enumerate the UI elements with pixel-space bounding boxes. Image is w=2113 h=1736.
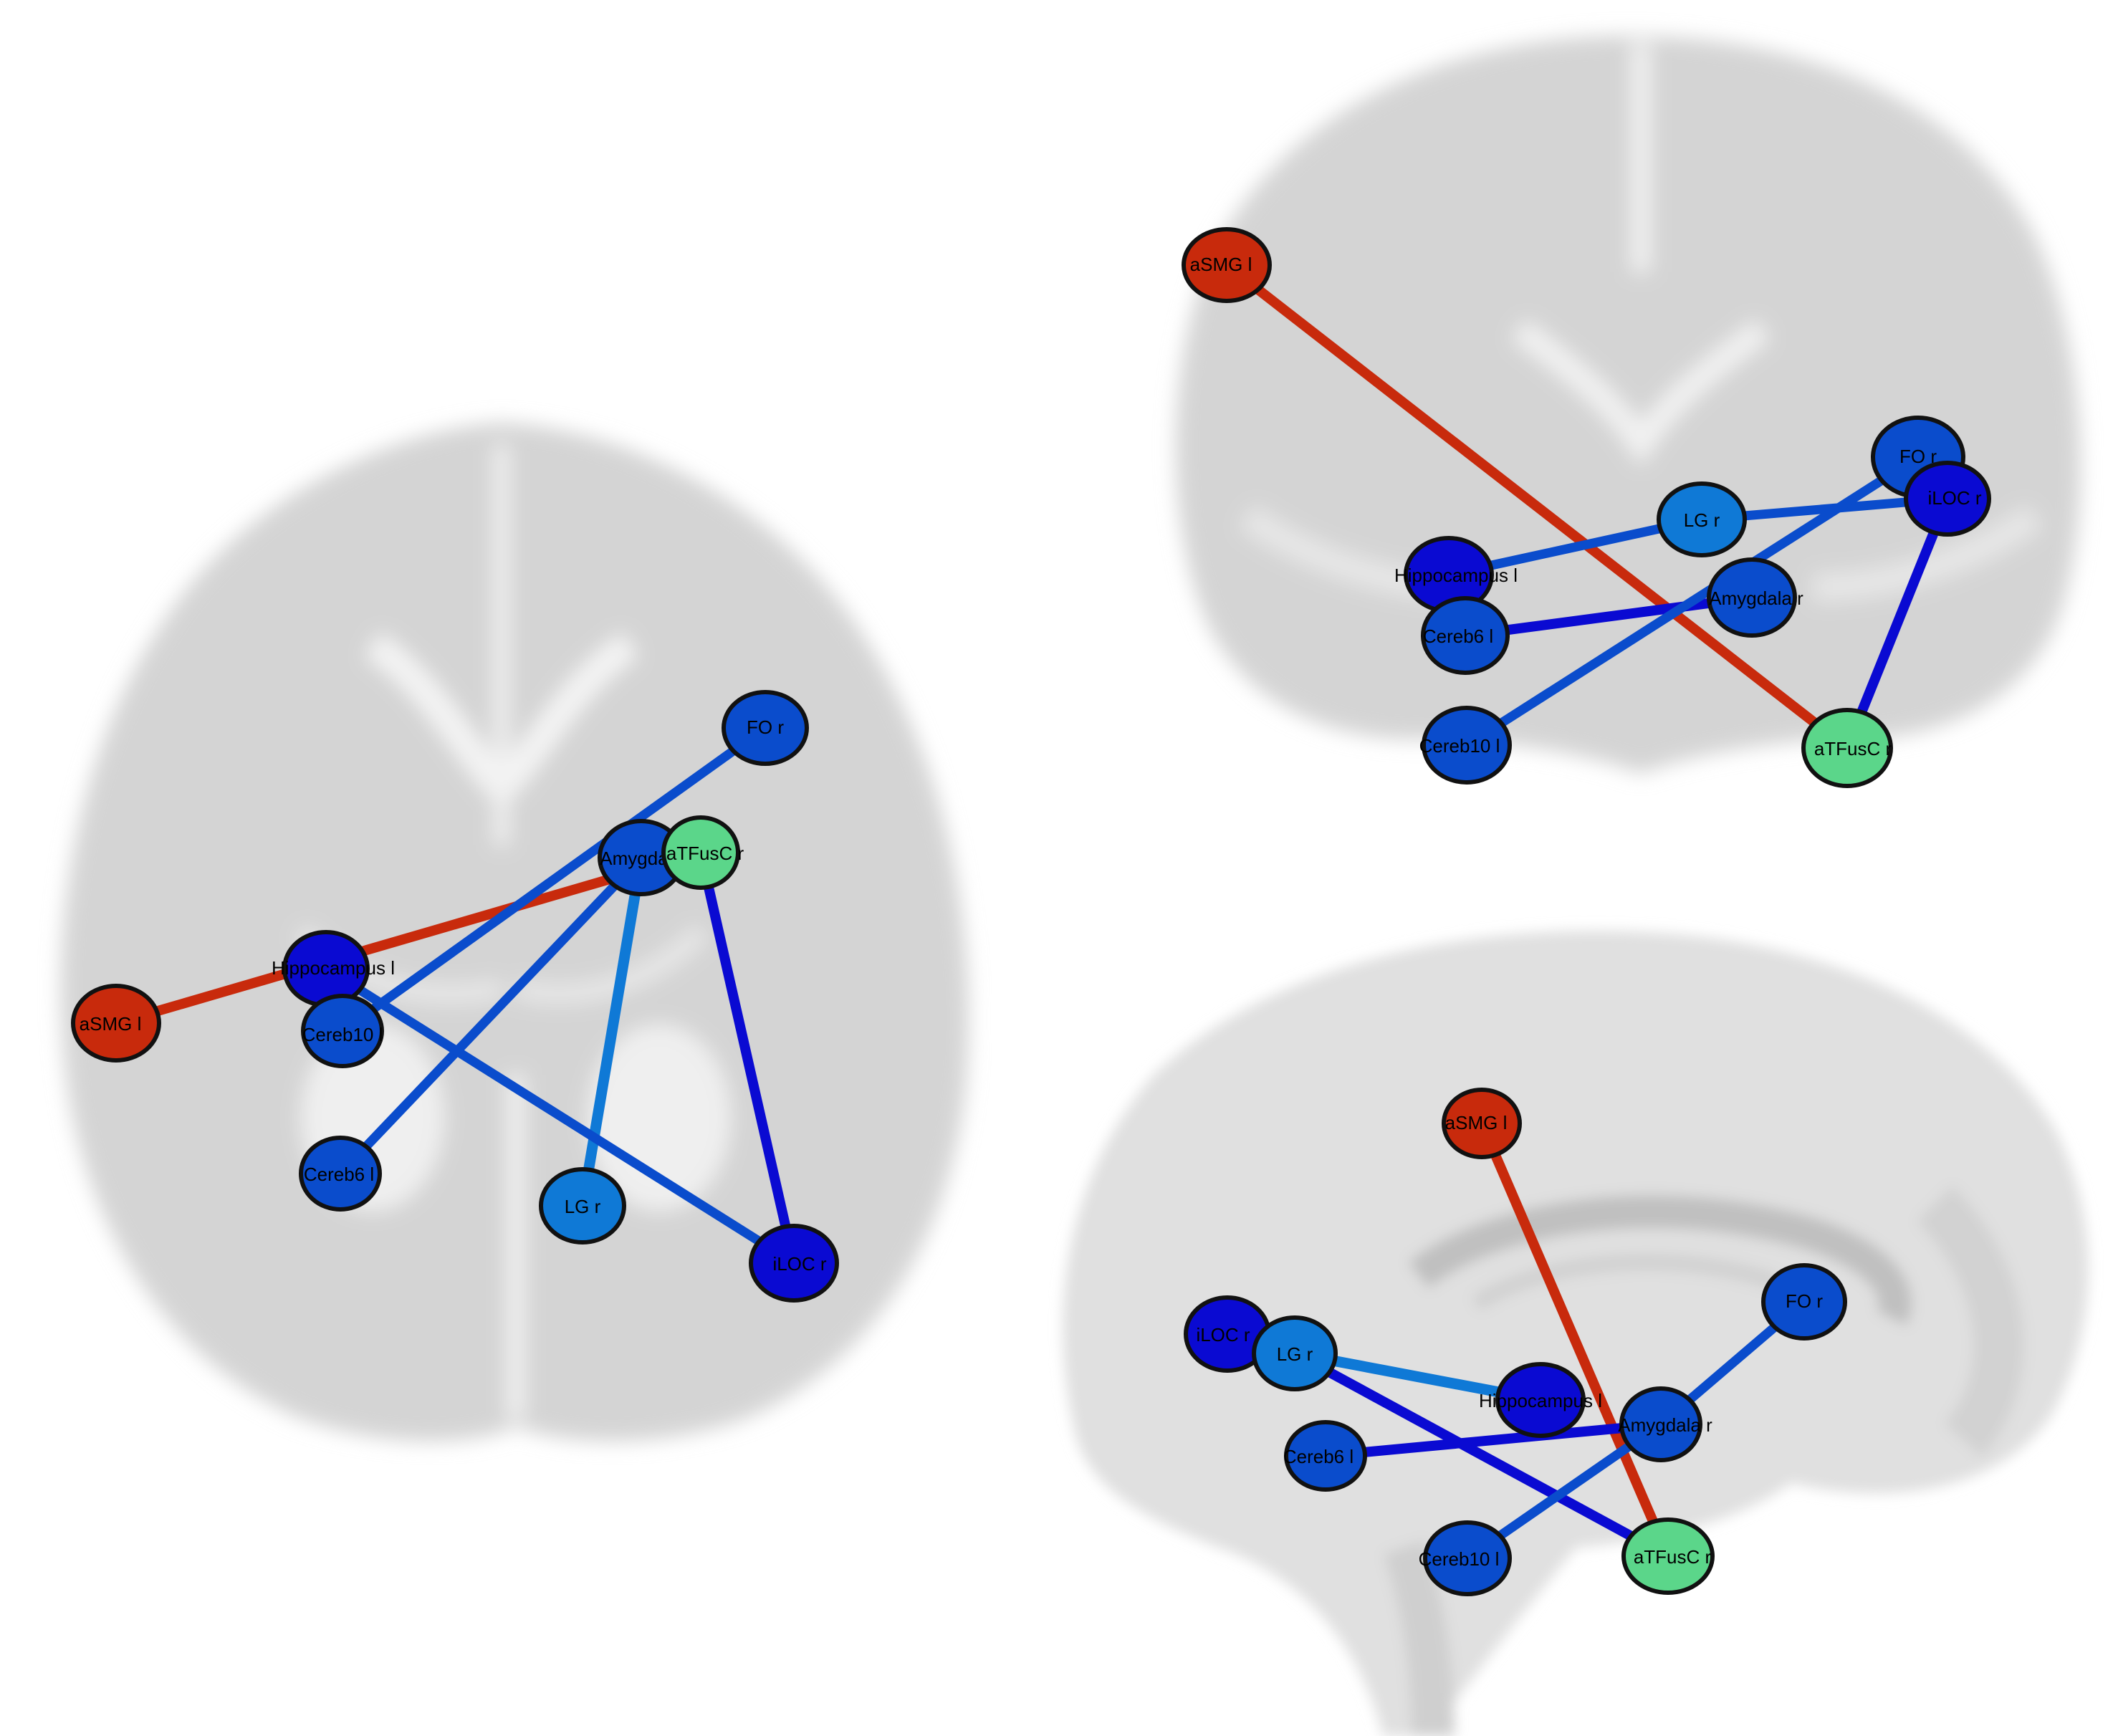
node-Cereb6_l[interactable]: Cereb6 l	[1283, 1420, 1367, 1492]
node-label: Amygdala r	[1618, 1414, 1712, 1436]
node-label: FO r	[747, 716, 784, 738]
edge-Cereb10_l-FO_r	[1464, 453, 1921, 749]
node-marker	[1421, 596, 1510, 675]
node-label: FO r	[1786, 1290, 1823, 1312]
node-marker	[1904, 461, 1991, 537]
node-marker	[301, 994, 384, 1068]
node-Hippocampus_l[interactable]: Hippocampus l	[272, 930, 395, 1007]
node-aTFusC_r[interactable]: aTFusC r	[661, 815, 744, 890]
node-label: aTFusC r	[666, 843, 744, 864]
edge-Cereb6_l-Amygdala_r	[1465, 593, 1753, 641]
edge-FO_r-Cereb10_l	[340, 724, 768, 1035]
node-label: LG r	[1277, 1343, 1313, 1365]
coronal-edges	[1223, 261, 1953, 752]
node-aTFusC_r[interactable]: aTFusC r	[1621, 1517, 1715, 1595]
node-marker	[1707, 557, 1797, 638]
sagittal-nodes: aSMG l FO r iLOC r LG r Hippocampus l Amygdal…	[1184, 1088, 1847, 1596]
node-marker	[539, 1167, 626, 1245]
node-aSMG_l[interactable]: aSMG l	[71, 984, 161, 1063]
edge-aTFusC_r-iLOC_r	[696, 851, 799, 1265]
node-label: iLOC r	[772, 1253, 826, 1275]
node-marker	[722, 690, 809, 766]
node-label: Cereb10 l	[1419, 735, 1500, 757]
node-Hippocampus_l[interactable]: Hippocampus l	[1394, 536, 1518, 613]
node-Cereb6_l[interactable]: Cereb6 l	[299, 1136, 382, 1212]
node-FO_r[interactable]: FO r	[722, 690, 809, 766]
node-FO_r[interactable]: FO r	[1761, 1263, 1847, 1341]
node-marker	[71, 984, 161, 1063]
edge-aSMG_l-aTFusC_r	[115, 848, 702, 1028]
node-Cereb10_l[interactable]: Cereb10 l	[1419, 1520, 1512, 1596]
axial-brain-background	[61, 423, 969, 1442]
node-label: Amygdala r	[1709, 588, 1803, 609]
node-marker	[1495, 1362, 1586, 1438]
node-marker	[1619, 1386, 1702, 1462]
node-label: aSMG l	[1190, 254, 1252, 275]
node-marker	[661, 815, 740, 890]
edge-iLOC_r-aTFusC_r	[1842, 497, 1953, 750]
node-LG_r[interactable]: LG r	[539, 1167, 626, 1245]
node-label: Cereb10 l	[302, 1024, 383, 1045]
node-aSMG_l[interactable]: aSMG l	[1182, 227, 1272, 303]
node-Amygdala_r[interactable]: Amygdala r	[1707, 557, 1803, 638]
node-label: Hippocampus l	[1394, 565, 1518, 586]
node-Cereb10_l[interactable]: Cereb10 l	[301, 994, 384, 1068]
edge-aSMG_l-aTFusC_r	[1223, 261, 1851, 752]
node-label: Cereb6 l	[304, 1164, 374, 1185]
node-label: Cereb10 l	[1419, 1548, 1500, 1570]
node-iLOC_r[interactable]: iLOC r	[749, 1224, 839, 1303]
node-marker	[1252, 1315, 1338, 1391]
node-label: aSMG l	[1445, 1112, 1508, 1133]
node-label: aSMG l	[80, 1013, 142, 1035]
edge-Cereb6_l-Amygdala_r	[1325, 1419, 1662, 1461]
axial-edges	[115, 724, 799, 1267]
node-label: aTFusC r	[1814, 738, 1892, 759]
node-label: Cereb6 l	[1423, 625, 1493, 647]
node-label: Hippocampus l	[1479, 1390, 1602, 1411]
node-iLOC_r[interactable]: iLOC r	[1904, 461, 1991, 537]
node-marker	[1284, 1420, 1367, 1492]
node-marker	[1442, 1088, 1522, 1159]
node-aSMG_l[interactable]: aSMG l	[1442, 1088, 1522, 1159]
node-label: LG r	[565, 1196, 601, 1217]
node-marker	[1761, 1263, 1847, 1341]
edge-Hippocampus_l-iLOC_r	[323, 964, 797, 1267]
node-marker	[1657, 481, 1747, 557]
sagittal-view: aSMG l FO r iLOC r LG r Hippocampus l Amygdal…	[1184, 1088, 1847, 1596]
node-Hippocampus_l[interactable]: Hippocampus l	[1479, 1362, 1602, 1438]
node-label: aTFusC r	[1634, 1546, 1712, 1568]
node-marker	[1423, 1520, 1512, 1596]
edge-LG_r-aTFusC_r	[1292, 1348, 1671, 1561]
node-LG_r[interactable]: LG r	[1657, 481, 1747, 557]
node-label: Hippocampus l	[272, 957, 395, 979]
node-Amygdala_r[interactable]: Amygdala r	[1618, 1386, 1712, 1462]
node-marker	[1801, 708, 1893, 788]
node-marker	[1182, 227, 1272, 303]
node-marker	[1621, 1517, 1715, 1595]
coronal-brain-background	[1176, 36, 2081, 774]
node-LG_r[interactable]: LG r	[1252, 1315, 1338, 1391]
node-Cereb6_l[interactable]: Cereb6 l	[1421, 596, 1510, 675]
edge-Amygdala_r-Cereb6_l	[337, 854, 645, 1177]
edge-Amygdala_r-LG_r	[577, 856, 647, 1207]
edge-aSMG_l-aTFusC_r	[1477, 1121, 1673, 1558]
node-label: iLOC r	[1927, 487, 1981, 509]
node-label: LG r	[1684, 509, 1720, 531]
node-label: iLOC r	[1196, 1324, 1250, 1346]
node-aTFusC_r[interactable]: aTFusC r	[1801, 708, 1893, 788]
node-label: Cereb6 l	[1283, 1446, 1353, 1467]
node-marker	[299, 1136, 382, 1212]
node-Cereb10_l[interactable]: Cereb10 l	[1419, 706, 1512, 785]
node-marker	[1422, 706, 1512, 785]
node-marker	[749, 1224, 839, 1303]
